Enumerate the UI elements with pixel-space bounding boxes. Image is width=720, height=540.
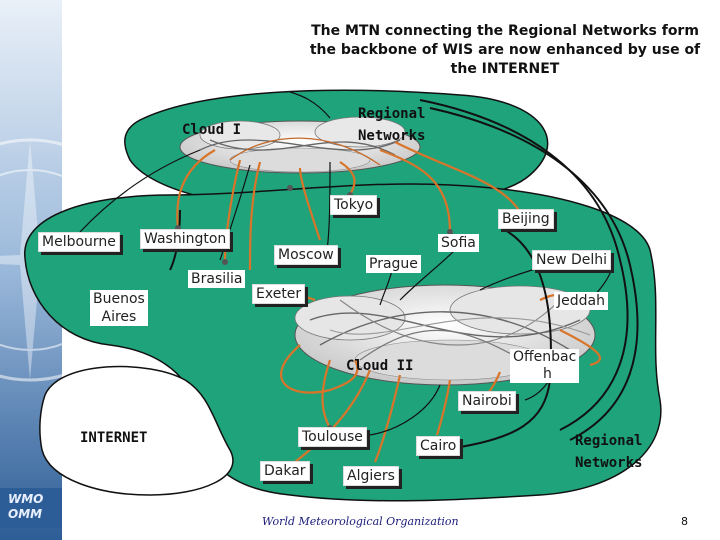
node-offenbach-line-2: h	[543, 366, 552, 382]
node-sofia: Sofia	[438, 234, 479, 252]
cloud-2-label: Cloud II	[346, 358, 414, 374]
title-line-1: The MTN connecting the Regional Networks…	[311, 23, 699, 39]
page-number: 8	[681, 515, 688, 528]
regional-networks-bottom-line-1: Regional	[575, 433, 643, 449]
node-algiers: Algiers	[343, 466, 399, 486]
node-nairobi: Nairobi	[458, 391, 516, 411]
internet-label: INTERNET	[80, 430, 148, 446]
node-jeddah: Jeddah	[554, 292, 608, 310]
wmo-logo-line-2: OMM	[8, 507, 43, 521]
node-offenbach-line-1: Offenbac	[513, 349, 577, 365]
node-new-delhi: New Delhi	[532, 250, 612, 270]
node-melbourne: Melbourne	[38, 232, 120, 252]
regional-networks-label-top: Regional Networks	[358, 103, 425, 147]
regional-networks-top-line-1: Regional	[358, 106, 426, 122]
regional-networks-top-line-2: Networks	[358, 128, 426, 144]
node-beijing: Beijing	[498, 209, 554, 229]
node-dakar: Dakar	[260, 461, 310, 481]
node-exeter: Exeter	[252, 284, 306, 304]
orange-links-cloud-1	[176, 141, 521, 271]
slide-title: The MTN connecting the Regional Networks…	[290, 22, 720, 79]
title-line-2: the backbone of WIS are now enhanced by …	[309, 42, 701, 58]
cloud-1-label: Cloud I	[182, 122, 242, 138]
footer-organization: World Meteorological Organization	[262, 515, 459, 528]
node-brasilia: Brasilia	[188, 270, 246, 288]
node-buenos-aires-line-1: Buenos	[93, 291, 145, 307]
node-moscow: Moscow	[274, 245, 338, 265]
internet-white-area	[39, 365, 234, 496]
node-washington: Washington	[140, 229, 231, 249]
wmo-logo-line-1: WMO	[8, 492, 44, 506]
node-buenos-aires: Buenos Aires	[90, 290, 148, 326]
node-buenos-aires-line-2: Aires	[101, 309, 137, 325]
wmo-logo-block	[0, 488, 62, 528]
wmo-logo: WMO OMM	[8, 492, 43, 522]
node-offenbach: Offenbac h	[510, 349, 580, 383]
node-tokyo: Tokyo	[330, 195, 378, 215]
node-cairo: Cairo	[416, 436, 461, 456]
title-line-3: the INTERNET	[450, 61, 560, 77]
node-toulouse: Toulouse	[298, 427, 367, 447]
regional-networks-bottom-line-2: Networks	[575, 455, 643, 471]
cloud-1-shape	[179, 116, 421, 174]
node-prague: Prague	[366, 255, 421, 273]
regional-networks-label-bottom: Regional Networks	[575, 430, 642, 474]
